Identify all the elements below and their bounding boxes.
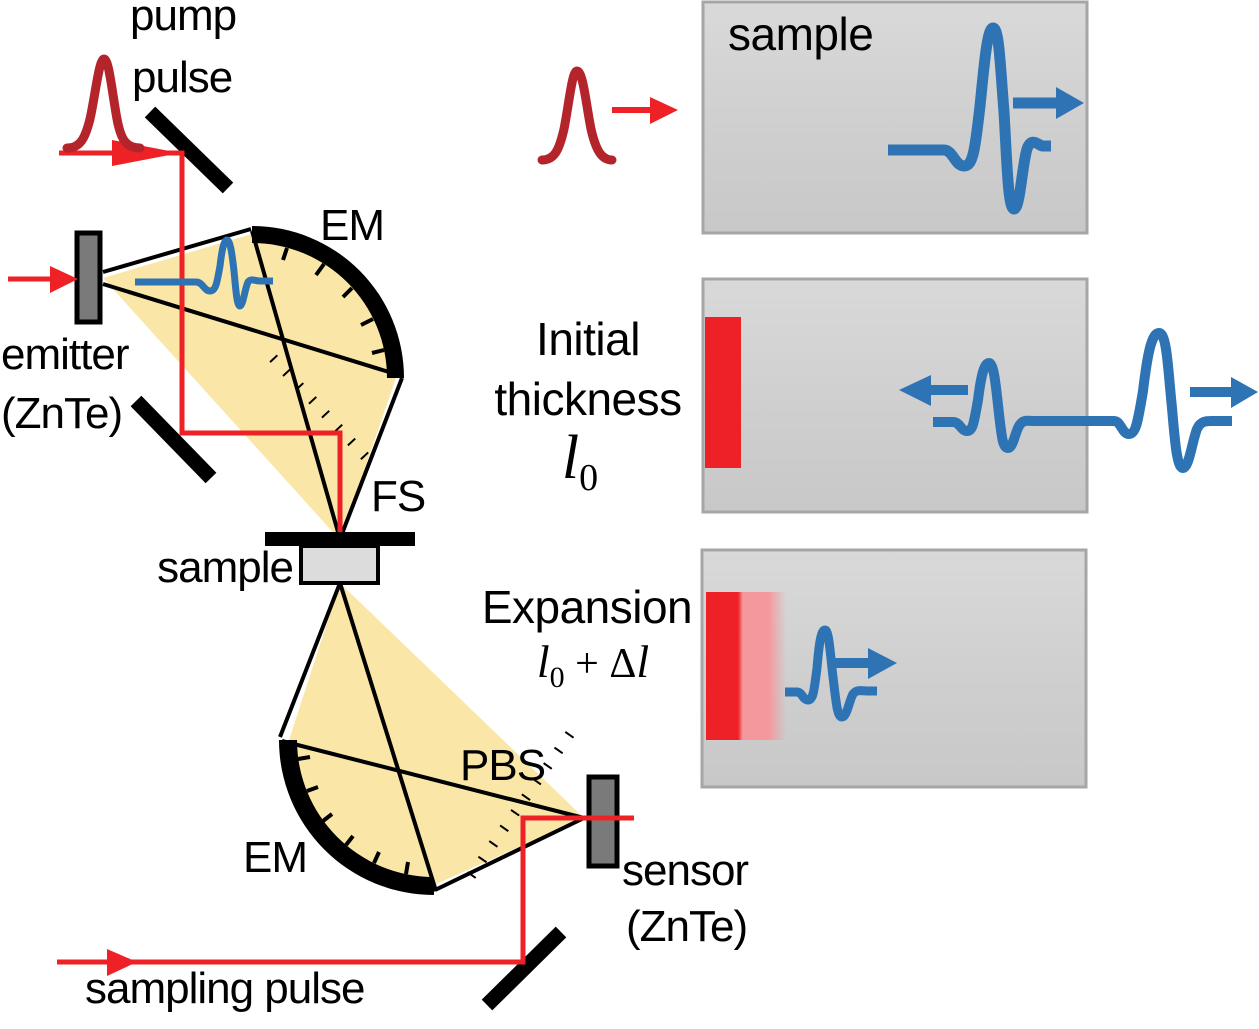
sensor-label-line2: (ZnTe)	[626, 902, 747, 951]
sample-block	[299, 544, 380, 585]
pump-label-line2: pulse	[132, 53, 232, 102]
thz-pulse-in-beam-waveform	[135, 236, 273, 310]
sensor-crystal	[586, 774, 620, 869]
initial-label-line2: thickness	[494, 373, 681, 425]
panel-top-title: sample	[728, 8, 873, 60]
expanding-layer-bar	[706, 592, 786, 740]
panel-middle-arrow-left-icon	[899, 375, 931, 406]
ray-emitter-to-mirror-top	[102, 227, 252, 274]
input-pulse-arrow-icon	[650, 97, 678, 124]
sampling-steering-mirror	[481, 926, 567, 1011]
fs-label: FS	[371, 472, 425, 521]
panel-expansion: Expansion l0 + Δl	[482, 548, 1088, 789]
pump-steering-mirror	[144, 106, 234, 194]
ray-mirror-to-sensor-top	[281, 739, 585, 820]
panel-top-arrow-right-icon	[1056, 87, 1084, 119]
elliptical-mirror-top	[252, 226, 404, 378]
expansion-math: l0 + Δl	[537, 636, 649, 694]
emitter-beam-arrow-icon	[50, 266, 78, 293]
thz-reflected-transmitted-waveform	[933, 328, 1232, 473]
ray-sample-to-mirror-left	[278, 582, 342, 738]
thz-pulse-panel-top-waveform	[888, 22, 1051, 215]
initial-thickness-math: l0	[562, 424, 598, 499]
sampling-pulse-label: sampling pulse	[85, 964, 365, 1013]
pbs-label: PBS	[460, 741, 545, 790]
initial-label-line1: Initial	[536, 313, 640, 365]
sampling-beam-path	[57, 815, 634, 965]
elliptical-mirror-bottom	[279, 740, 434, 895]
emitter-crystal	[74, 230, 103, 325]
panel-bottom-arrow-right-icon	[868, 648, 897, 679]
pump-pulse-waveform-icon	[62, 54, 145, 153]
pump-folding-mirror	[130, 395, 217, 484]
elliptical-mirror-bottom-ticks	[297, 755, 410, 875]
ray-mirror-to-sensor-bottom	[434, 816, 585, 892]
panel-sample-transit: sample	[701, 0, 1089, 235]
beam-rays-lower	[278, 582, 585, 892]
ray-emitter-to-mirror-bottom	[102, 282, 403, 378]
sample-label: sample	[157, 543, 293, 592]
initial-thickness-panel-box	[701, 277, 1089, 514]
expansion-label: Expansion	[482, 581, 692, 633]
em-top-label: EM	[320, 201, 384, 250]
ray-mirror-to-sample-right	[338, 377, 404, 540]
thz-beam-cone-upper	[103, 234, 396, 540]
thz-pulse-panel-bottom-waveform	[785, 625, 877, 722]
emitter-label-line2: (ZnTe)	[1, 389, 122, 438]
panel-middle-arrow-right-icon	[1231, 377, 1258, 408]
sampling-beam-arrow-icon	[107, 949, 137, 976]
emitter-label-line1: emitter	[1, 330, 129, 379]
em-bottom-label: EM	[243, 833, 307, 882]
excited-layer-bar	[705, 317, 741, 468]
input-pulse-waveform-icon	[537, 66, 617, 165]
sensor-label-line1: sensor	[622, 846, 748, 895]
ray-sample-to-mirror-right	[338, 582, 438, 892]
pump-label-line1: pump	[130, 0, 236, 40]
sample-holder-bar	[265, 532, 415, 546]
panel-initial-thickness: Initial thickness l0	[494, 277, 1089, 514]
elliptical-mirror-top-ticks	[281, 247, 385, 355]
